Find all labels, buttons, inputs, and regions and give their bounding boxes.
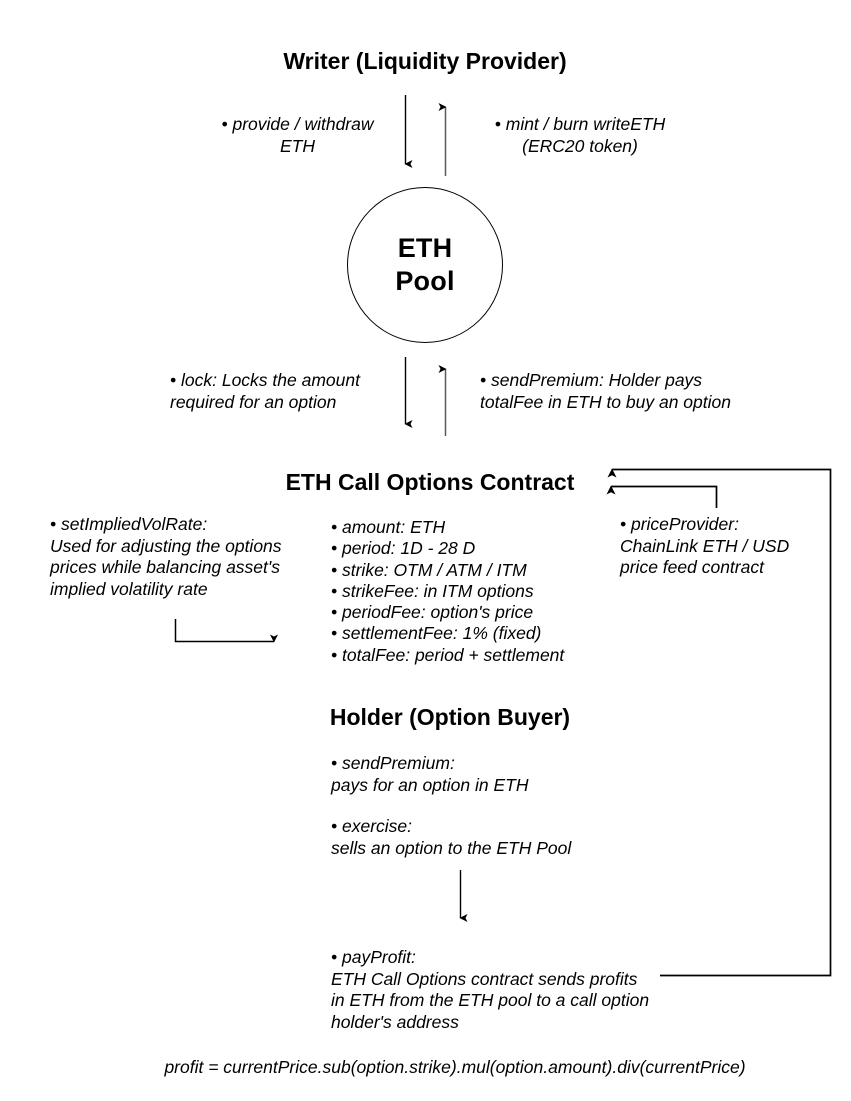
contract-param-period-fee: • periodFee: option's price (331, 602, 534, 623)
writer-provide-withdraw-note: • provide / withdraw ETH (221, 114, 374, 156)
eth-pool-label-line1: ETH (397, 233, 453, 263)
contract-param-strike: • strike: OTM / ATM / ITM (331, 559, 527, 580)
holder-exercise-note: • exercise: sells an option to the ETH P… (331, 816, 572, 858)
writer-mint-burn-note: • mint / burn writeETH (ERC20 token) (494, 114, 666, 156)
holder-pay-profit-note: • payProfit: ETH Call Options contract s… (331, 947, 650, 1032)
contract-param-strike-fee: • strikeFee: in ITM options (331, 580, 534, 601)
set-implied-vol-rate-note: • setImpliedVolRate: Used for adjusting … (50, 514, 282, 599)
contract-param-settlement-fee: • settlementFee: 1% (fixed) (331, 623, 542, 644)
holder-send-premium-note: • sendPremium: pays for an option in ETH (331, 753, 529, 795)
eth-pool-label-line2: Pool (395, 266, 455, 296)
contract-heading: ETH Call Options Contract (285, 469, 575, 495)
price-provider-note: • priceProvider: ChainLink ETH / USD pri… (620, 514, 790, 577)
contract-param-total-fee: • totalFee: period + settlement (331, 644, 565, 665)
eth-pool-node: ETH Pool (347, 187, 503, 343)
holder-heading: Holder (Option Buyer) (329, 704, 571, 730)
arrow-set-implied-vol-rate (174, 619, 278, 643)
contract-param-amount: • amount: ETH (331, 517, 446, 537)
contract-param-period: • period: 1D - 28 D (331, 538, 476, 559)
pool-lock-note: • lock: Locks the amount required for an… (170, 370, 360, 412)
writer-heading: Writer (Liquidity Provider) (283, 48, 567, 74)
contract-parameter-list: • amount: ETH • period: 1D - 28 D • stri… (331, 517, 611, 666)
pool-send-premium-note: • sendPremium: Holder pays totalFee in E… (480, 370, 731, 412)
profit-formula: profit = currentPrice.sub(option.strike)… (164, 1057, 746, 1077)
